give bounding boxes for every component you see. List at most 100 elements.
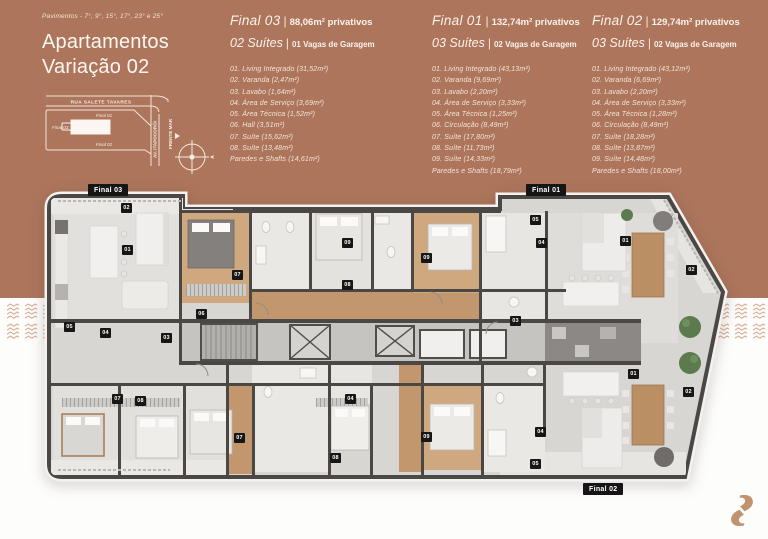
plan-label-final-01: Final 01 [526, 184, 567, 196]
sea-arrow-icon [175, 133, 180, 139]
dining-table [622, 232, 674, 298]
dining-table [121, 273, 169, 317]
room-badge: 03 [510, 316, 521, 326]
kitchen-island [54, 219, 128, 329]
site-unit-bottom: Final 02 [96, 142, 113, 147]
bed [61, 413, 105, 457]
pavimentos-line: Pavimentos - 7°, 9°, 15°, 17°, 23° e 25° [42, 13, 164, 20]
room-item: 01. Living Integrado (43,13m²) [432, 66, 531, 73]
room-badge: 07 [112, 394, 123, 404]
site-unit-top: Final 01 [96, 113, 113, 118]
room-badge: 02 [683, 387, 694, 397]
room-badge: 01 [628, 369, 639, 379]
room-badge: 09 [421, 432, 432, 442]
room-item: 09. Suíte (14,33m²) [432, 156, 496, 164]
room-item: 02. Varanda (6,69m²) [592, 77, 662, 85]
room-badge: 04 [535, 427, 546, 437]
plan-label-final-03: Final 03 [88, 184, 129, 196]
separator: | [487, 36, 491, 50]
stairs [200, 323, 258, 361]
room-item: 02. Varanda (2,47m²) [230, 77, 300, 85]
room-item: 03. Lavabo (2,20m²) [592, 88, 658, 96]
room-badge: 09 [342, 238, 353, 248]
elevator-icon [289, 324, 415, 360]
room-item: 04. Área de Serviço (3,33m²) [592, 99, 687, 107]
unit-area: 129,74m² privativos [651, 17, 740, 28]
plant-icon [621, 209, 701, 374]
unit-spec-final-02: Final 02|129,74m² privativos 03 Suítes|0… [592, 12, 767, 177]
compass-icon [175, 140, 214, 174]
kitchen-island [562, 274, 620, 307]
room-badge: 05 [530, 215, 541, 225]
bath-fixtures [255, 215, 538, 457]
room-item: 08. Suíte (11,73m²) [432, 145, 495, 153]
page-title: Apartamentos Variação 02 [42, 30, 169, 80]
room-item: Paredes e Shafts (18,00m²) [592, 167, 682, 175]
unit-area: 132,74m² privativos [491, 17, 580, 28]
room-item: 08. Suíte (13,48m²) [230, 145, 294, 153]
room-item: 09. Suíte (14,48m²) [592, 156, 656, 164]
door-arc [195, 291, 499, 377]
bed [315, 213, 363, 261]
room-item: Paredes e Shafts (14,61m²) [230, 156, 320, 164]
room-item: 08. Suíte (13,87m²) [592, 145, 656, 153]
bed [189, 409, 233, 455]
room-item: 03. Lavabo (1,64m²) [230, 88, 296, 96]
unit-spec-final-01: Final 01|132,74m² privativos 03 Suítes|0… [432, 12, 607, 177]
separator: | [647, 36, 651, 50]
page-title-line1: Apartamentos [42, 31, 169, 53]
kitchen-counter [545, 323, 641, 361]
unit-parking: 01 Vagas de Garagem [291, 40, 375, 49]
dining-table [622, 384, 674, 446]
page-title-line2: Variação 02 [42, 56, 150, 78]
room-list: 01. Living Integrado (43,12m²) 02. Varan… [592, 64, 767, 177]
unit-suites: 03 Suítes [592, 36, 645, 50]
bed [427, 223, 473, 271]
room-badge: 09 [421, 253, 432, 263]
room-badge: 03 [161, 333, 172, 343]
room-badge: 02 [121, 203, 132, 213]
room-badge: 04 [100, 328, 111, 338]
room-item: 04. Área de Serviço (3,69m²) [230, 99, 325, 107]
unit-suites: 03 Suítes [432, 36, 485, 50]
room-badge: 01 [122, 245, 133, 255]
unit-name: Final 03 [230, 13, 281, 28]
round-chair [654, 447, 674, 467]
room-item: 04. Área de Serviço (3,33m²) [432, 99, 527, 107]
room-item: 07. Suíte (18,28m²) [592, 133, 656, 141]
unit-parking: 02 Vagas de Garagem [493, 40, 577, 49]
bed [429, 403, 475, 451]
room-item: 05. Área Técnica (1,28m²) [592, 111, 678, 119]
unit-name: Final 02 [592, 13, 643, 28]
room-item: 06. Hall (3,51m²) [230, 122, 285, 130]
room-badge: 05 [64, 322, 75, 332]
room-item: 06. Circulação (8,49m²) [592, 122, 669, 130]
room-badge: 08 [342, 280, 353, 290]
separator: | [485, 14, 489, 28]
street-top-label: RUA SALETE TAVARES [71, 100, 132, 106]
bed [135, 415, 179, 459]
room-list: 01. Living Integrado (31,52m²) 02. Varan… [230, 64, 405, 166]
room-badge: 07 [234, 433, 245, 443]
room-item: 07. Suíte (17,80m²) [432, 133, 496, 141]
site-unit-left: Final 03 [52, 125, 69, 130]
interior-walls [49, 196, 641, 475]
room-item: 02. Varanda (9,69m²) [432, 77, 502, 85]
site-diagram: Final 01 Final 03 Final 02 RUA SALETE TA… [45, 95, 214, 174]
room-item: Paredes e Shafts (18,79m²) [432, 167, 522, 175]
bed [187, 219, 235, 269]
unit-parking: 02 Vagas de Garagem [653, 40, 737, 49]
brand-logo-icon [731, 495, 753, 526]
sofa [135, 212, 627, 469]
bed [330, 405, 370, 451]
shaft [419, 329, 507, 359]
room-badge: 05 [530, 459, 541, 469]
street-right-label: AV. ITAPOCORÓI [151, 121, 158, 158]
unit-name: Final 01 [432, 13, 483, 28]
room-badge: 07 [232, 270, 243, 280]
room-badge: 08 [135, 396, 146, 406]
room-item: 05. Área Técnica (1,52m²) [230, 111, 316, 119]
balcony-rail [58, 199, 720, 471]
room-badge: 04 [536, 238, 547, 248]
